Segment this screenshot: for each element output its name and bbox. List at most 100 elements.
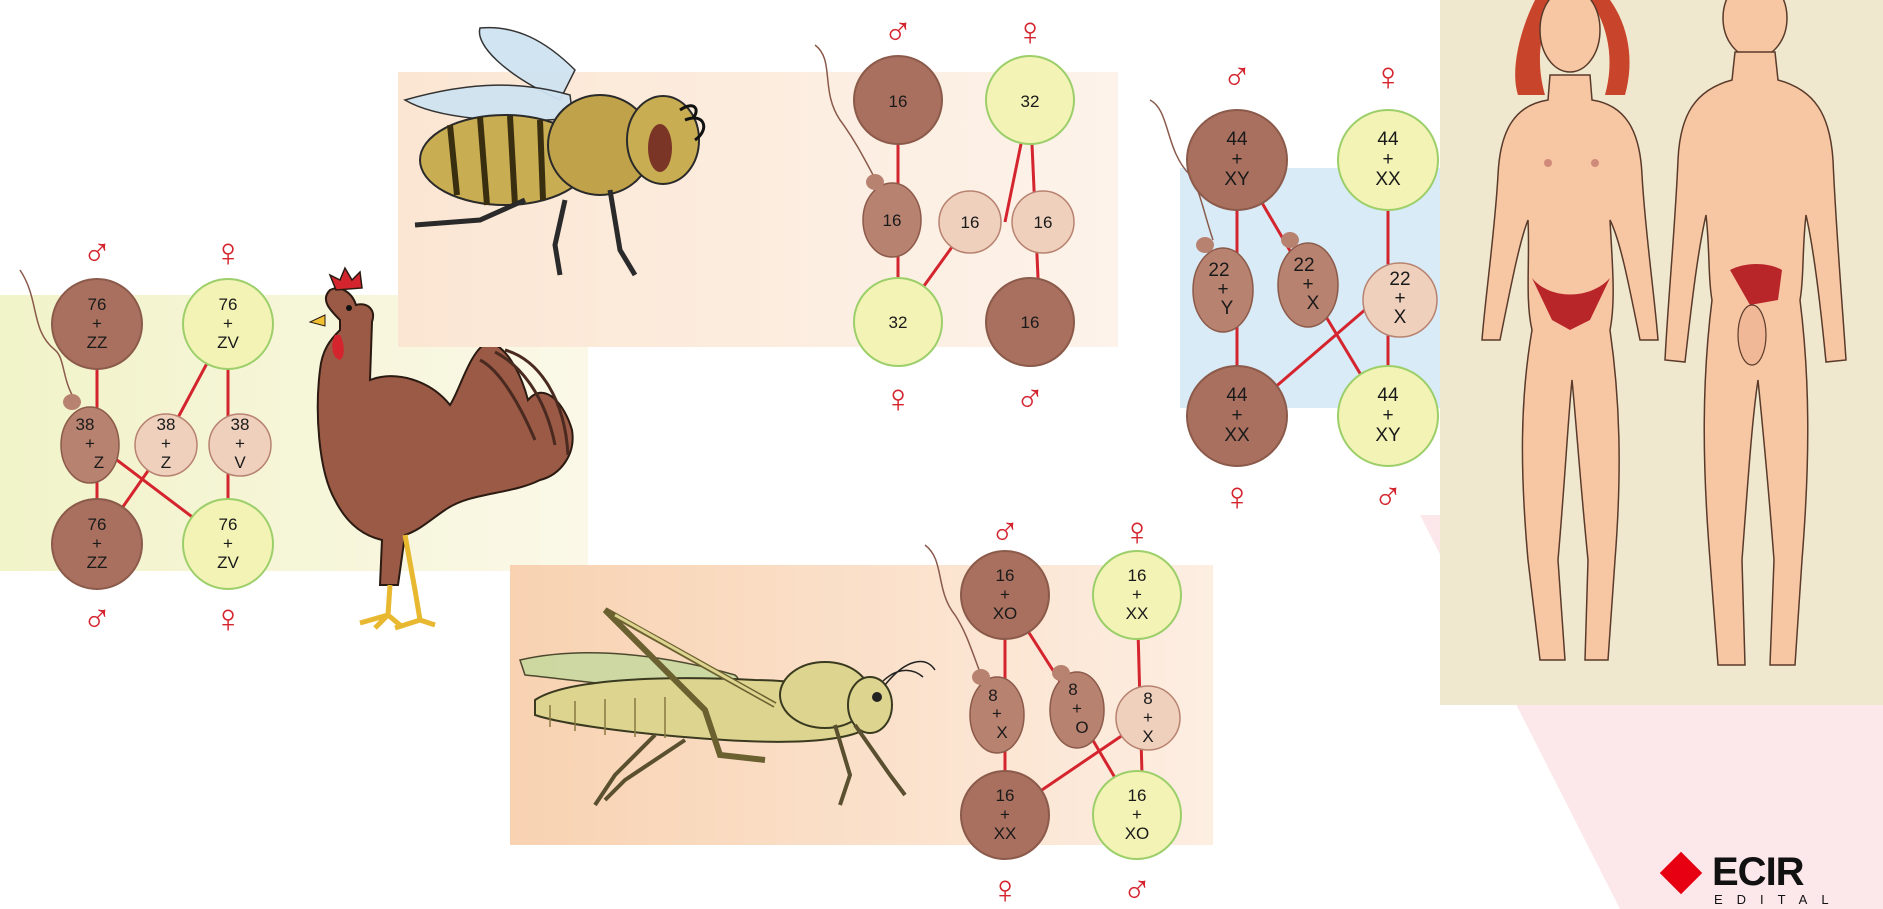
svg-text:8: 8 bbox=[1143, 689, 1152, 708]
svg-text:76: 76 bbox=[88, 515, 107, 534]
svg-text:+: + bbox=[223, 314, 233, 333]
human-gamete-female: 22 + X bbox=[1363, 263, 1437, 337]
chicken-gamete-female-2: 38 + V bbox=[209, 414, 271, 476]
ecir-edital-logo: ECIR EDITAL bbox=[1662, 852, 1832, 904]
svg-text:XX: XX bbox=[994, 824, 1017, 843]
grasshopper-top-male-cell: 16 + XO bbox=[961, 551, 1049, 639]
svg-text:+: + bbox=[992, 704, 1002, 723]
svg-text:X: X bbox=[1307, 293, 1320, 314]
bee-gamete-female-1: 16 bbox=[939, 191, 1001, 253]
svg-text:16: 16 bbox=[1128, 566, 1147, 585]
female-symbol: ♀ bbox=[1222, 475, 1252, 519]
svg-text:+: + bbox=[1394, 288, 1405, 309]
svg-text:X: X bbox=[1394, 307, 1407, 328]
grasshopper-top-female-cell: 16 + XX bbox=[1093, 551, 1181, 639]
human-bottom-female-cell: 44 + XX bbox=[1187, 366, 1287, 466]
svg-text:+: + bbox=[223, 534, 233, 553]
chicken-bottom-female-cell: 76 + ZV bbox=[183, 499, 273, 589]
svg-text:XY: XY bbox=[1224, 169, 1250, 190]
svg-text:+: + bbox=[85, 434, 95, 453]
svg-text:+: + bbox=[1302, 274, 1313, 295]
female-symbol: ♀ bbox=[990, 868, 1020, 909]
grasshopper-panel: ♂ ♀ ♀ ♂ 16 + XO 16 + XX 8 + X 8 + O bbox=[505, 505, 1220, 909]
female-symbol: ♀ bbox=[883, 377, 913, 420]
bee-top-female-cell: 32 bbox=[986, 56, 1074, 144]
bee-gamete-female-2: 16 bbox=[1012, 191, 1074, 253]
human-top-male-cell: 44 + XY bbox=[1187, 110, 1287, 210]
logo-subtitle: EDITAL bbox=[1714, 892, 1843, 907]
svg-text:16: 16 bbox=[883, 211, 902, 230]
svg-text:38: 38 bbox=[157, 415, 176, 434]
bee-bottom-male-cell: 16 bbox=[986, 278, 1074, 366]
male-symbol: ♂ bbox=[82, 231, 112, 275]
svg-text:32: 32 bbox=[1021, 92, 1040, 111]
logo-word: ECIR bbox=[1712, 850, 1804, 895]
female-symbol: ♀ bbox=[1015, 10, 1045, 54]
human-figures-panel bbox=[1440, 0, 1883, 705]
svg-text:44: 44 bbox=[1226, 385, 1248, 406]
svg-text:XX: XX bbox=[1224, 425, 1250, 446]
svg-text:+: + bbox=[1231, 405, 1242, 426]
grasshopper-bottom-female-cell: 16 + XX bbox=[961, 771, 1049, 859]
svg-text:16: 16 bbox=[996, 786, 1015, 805]
svg-text:+: + bbox=[1382, 149, 1393, 170]
svg-text:ZV: ZV bbox=[217, 553, 239, 572]
svg-text:+: + bbox=[1132, 805, 1142, 824]
male-symbol: ♂ bbox=[883, 10, 913, 54]
svg-text:V: V bbox=[234, 453, 246, 472]
svg-text:8: 8 bbox=[1068, 680, 1077, 699]
svg-text:22: 22 bbox=[1389, 269, 1410, 290]
svg-text:XX: XX bbox=[1375, 169, 1401, 190]
svg-text:16: 16 bbox=[996, 566, 1015, 585]
male-symbol: ♂ bbox=[1122, 868, 1152, 909]
svg-text:+: + bbox=[1231, 149, 1242, 170]
female-symbol: ♀ bbox=[213, 597, 243, 640]
svg-text:76: 76 bbox=[219, 515, 238, 534]
svg-text:+: + bbox=[1132, 585, 1142, 604]
svg-text:XX: XX bbox=[1126, 604, 1149, 623]
svg-text:16: 16 bbox=[889, 92, 908, 111]
svg-text:+: + bbox=[235, 434, 245, 453]
bee-panel: ♂ ♀ ♀ ♂ 16 32 16 16 16 32 bbox=[395, 0, 1130, 420]
svg-text:+: + bbox=[1217, 279, 1228, 300]
human-panel: ♂ ♀ ♀ ♂ 44 + XY 44 + XX 22 + Y 22 + X bbox=[1145, 40, 1450, 525]
grasshopper-bottom-male-cell: 16 + XO bbox=[1093, 771, 1181, 859]
svg-text:+: + bbox=[1382, 405, 1393, 426]
svg-text:ZZ: ZZ bbox=[87, 553, 108, 572]
svg-text:38: 38 bbox=[231, 415, 250, 434]
svg-text:+: + bbox=[161, 434, 171, 453]
svg-text:44: 44 bbox=[1377, 385, 1399, 406]
svg-text:76: 76 bbox=[88, 295, 107, 314]
female-symbol: ♀ bbox=[1122, 510, 1152, 554]
svg-text:76: 76 bbox=[219, 295, 238, 314]
svg-text:8: 8 bbox=[988, 686, 997, 705]
chicken-bottom-male-cell: 76 + ZZ bbox=[52, 499, 142, 589]
chicken-top-female-cell: 76 + ZV bbox=[183, 279, 273, 369]
svg-text:44: 44 bbox=[1377, 129, 1399, 150]
svg-text:+: + bbox=[1000, 585, 1010, 604]
svg-text:+: + bbox=[1000, 805, 1010, 824]
male-symbol: ♂ bbox=[1373, 475, 1403, 519]
human-top-female-cell: 44 + XX bbox=[1338, 110, 1438, 210]
human-bottom-male-cell: 44 + XY bbox=[1338, 366, 1438, 466]
svg-text:X: X bbox=[996, 723, 1007, 742]
bee-bottom-female-cell: 32 bbox=[854, 278, 942, 366]
female-symbol: ♀ bbox=[1373, 55, 1403, 99]
male-symbol: ♂ bbox=[990, 510, 1020, 554]
svg-text:XO: XO bbox=[993, 604, 1018, 623]
svg-text:O: O bbox=[1075, 718, 1088, 737]
svg-text:Z: Z bbox=[161, 453, 171, 472]
svg-text:+: + bbox=[92, 314, 102, 333]
svg-text:22: 22 bbox=[1293, 255, 1314, 276]
svg-text:ZZ: ZZ bbox=[87, 333, 108, 352]
svg-text:38: 38 bbox=[76, 415, 95, 434]
logo-diamond-icon bbox=[1660, 852, 1702, 894]
bee-top-male-cell: 16 bbox=[854, 56, 942, 144]
chicken-gamete-female-1: 38 + Z bbox=[135, 414, 197, 476]
svg-text:32: 32 bbox=[889, 313, 908, 332]
svg-text:16: 16 bbox=[1034, 213, 1053, 232]
svg-text:XO: XO bbox=[1125, 824, 1150, 843]
grasshopper-gamete-female: 8 + X bbox=[1116, 686, 1180, 750]
svg-text:16: 16 bbox=[1021, 313, 1040, 332]
